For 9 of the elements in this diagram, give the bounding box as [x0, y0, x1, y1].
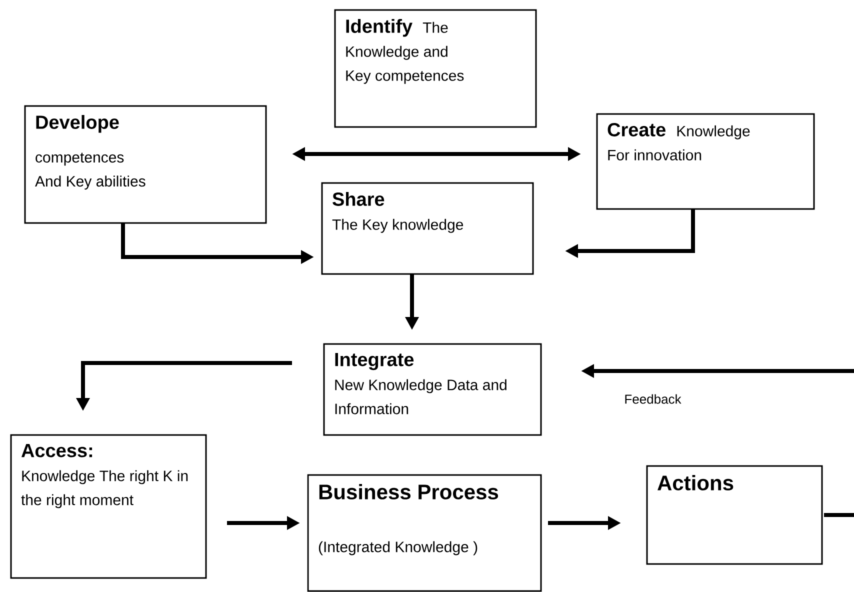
- process-box: Integrate New Knowledge Data and Information: [323, 343, 542, 436]
- process-box: Identify The Knowledge and Key competences: [334, 9, 537, 128]
- process-box: Develope competences And Key abilities: [24, 105, 267, 224]
- edge-label: Feedback: [622, 392, 684, 406]
- process-box: Create Knowledge For innovation: [596, 113, 815, 210]
- process-box: Access: Knowledge The right K in the right moment: [10, 434, 207, 579]
- process-box: Business Process (Integrated Knowledge ): [307, 474, 542, 592]
- process-box: Actions: [646, 465, 823, 565]
- process-box: Share The Key knowledge: [321, 182, 534, 275]
